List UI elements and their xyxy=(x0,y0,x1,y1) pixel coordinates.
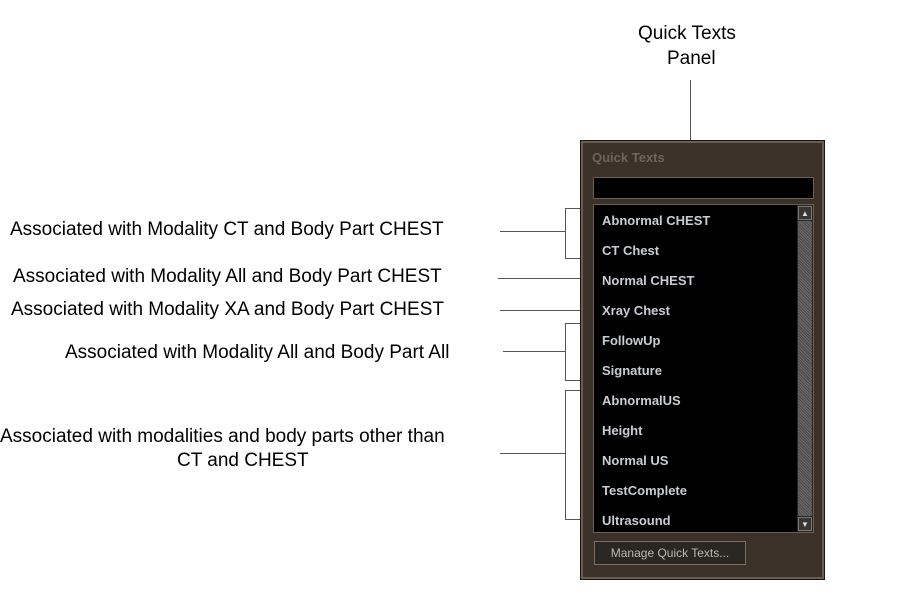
list-item[interactable]: CT Chest xyxy=(602,243,660,258)
panel-title: Quick Texts xyxy=(592,150,665,165)
list-item[interactable]: Signature xyxy=(602,363,662,378)
list-item[interactable]: Normal US xyxy=(602,453,669,468)
callout-other-line1: Associated with modalities and body part… xyxy=(0,426,445,447)
scrollbar-thumb[interactable] xyxy=(798,221,812,516)
panel-callout-line1: Quick Texts xyxy=(638,23,736,44)
list-item[interactable]: Abnormal CHEST xyxy=(602,213,711,228)
scroll-down-icon[interactable]: ▼ xyxy=(798,517,812,531)
list-item[interactable]: Xray Chest xyxy=(602,303,670,318)
callout-all-chest: Associated with Modality All and Body Pa… xyxy=(13,266,442,287)
callout-other-line2: CT and CHEST xyxy=(177,450,309,471)
scrollbar[interactable]: ▲ ▼ xyxy=(797,205,813,532)
list-item[interactable]: Normal CHEST xyxy=(602,273,695,288)
scroll-up-icon[interactable]: ▲ xyxy=(798,206,812,220)
list-item[interactable]: Ultrasound xyxy=(602,513,671,528)
list-item[interactable]: FollowUp xyxy=(602,333,661,348)
search-input[interactable] xyxy=(593,177,814,199)
quick-text-list: Abnormal CHEST CT Chest Normal CHEST Xra… xyxy=(593,204,814,533)
list-item[interactable]: AbnormalUS xyxy=(602,393,681,408)
callout-all-all: Associated with Modality All and Body Pa… xyxy=(65,342,450,363)
callout-ct-chest: Associated with Modality CT and Body Par… xyxy=(10,219,444,240)
manage-quick-texts-button[interactable]: Manage Quick Texts... xyxy=(594,541,746,565)
list-item[interactable]: TestComplete xyxy=(602,483,687,498)
callout-xa-chest: Associated with Modality XA and Body Par… xyxy=(11,299,444,320)
list-item[interactable]: Height xyxy=(602,423,643,438)
quick-texts-panel: Quick Texts Abnormal CHEST CT Chest Norm… xyxy=(580,140,825,580)
panel-callout-line2: Panel xyxy=(667,48,716,69)
